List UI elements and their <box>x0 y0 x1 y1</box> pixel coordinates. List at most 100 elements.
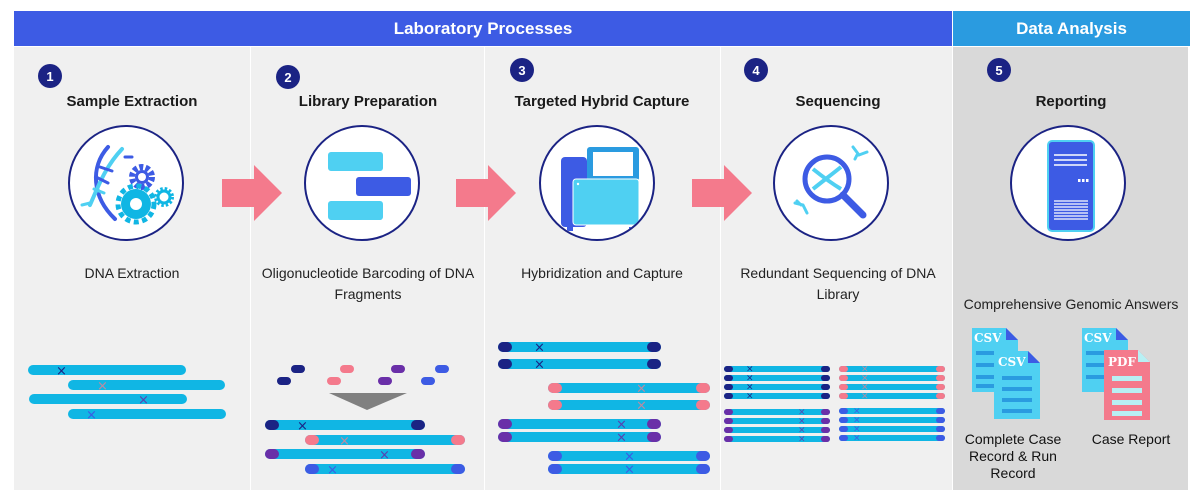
barcoded-strand: × <box>305 434 465 449</box>
mutation-mark: × <box>636 399 647 414</box>
dna-strand <box>28 365 186 375</box>
mutation-mark: × <box>798 426 806 436</box>
barcoded-strand: × <box>548 463 710 478</box>
barcoded-strand: × <box>724 392 830 402</box>
barcoded-strand: × <box>839 365 945 375</box>
barcoded-strand: × <box>498 431 661 446</box>
divider <box>250 47 251 490</box>
barcode-adapter <box>327 377 341 385</box>
mutation-mark: × <box>853 416 861 426</box>
barcoded-strand: × <box>839 434 945 444</box>
csv-pdf-file-stack-icon: CSV PDF <box>1082 328 1150 420</box>
step-description: Redundant Sequencing of DNA Library <box>740 265 936 302</box>
flow-arrow-icon <box>692 165 752 221</box>
file-type-label: CSV <box>974 331 1002 345</box>
barcoded-strand: × <box>265 448 425 463</box>
divider <box>720 47 721 490</box>
server-icon <box>1010 125 1126 241</box>
barcode-adapter <box>391 365 405 373</box>
mutation-mark: × <box>798 417 806 427</box>
barcoded-strand: × <box>839 392 945 402</box>
step-description: Comprehensive Genomic Answers <box>963 296 1179 312</box>
sequenced-reads-illustration: ×××××××××××××××× <box>724 365 945 445</box>
dna-gears-icon <box>68 125 184 241</box>
output-label: Case Report <box>1091 431 1171 447</box>
svg-text:×: × <box>297 419 308 434</box>
mutation-mark: × <box>861 374 869 384</box>
mutation-mark: × <box>534 358 545 373</box>
barcoded-strand: × <box>548 399 710 414</box>
dna-fragments-illustration: × × × × <box>28 364 226 423</box>
mutation-mark: × <box>798 435 806 445</box>
mutation-mark: × <box>616 418 627 433</box>
barcoded-strand: × <box>724 383 830 393</box>
step-title: Sample Extraction <box>66 93 198 110</box>
mutation-mark: × <box>746 392 754 402</box>
barcoded-strand: × <box>498 358 661 373</box>
barcoded-strand: × <box>839 374 945 384</box>
file-type-label: CSV <box>998 355 1026 369</box>
laboratory-processes-header: Laboratory Processes <box>14 11 952 46</box>
svg-text:×: × <box>327 463 338 478</box>
data-analysis-label: Data Analysis <box>1016 18 1127 38</box>
step-number-badge: 3 <box>510 58 534 82</box>
svg-text:×: × <box>339 434 350 449</box>
mutation-mark: × <box>624 450 635 465</box>
mutation-mark: × <box>853 425 861 435</box>
mutation-mark: × <box>86 408 97 423</box>
mutation-mark: × <box>616 431 627 446</box>
dna-strand <box>68 380 225 390</box>
barcoded-strand: × <box>839 407 945 417</box>
mutation-mark: × <box>534 341 545 356</box>
file-type-label: CSV <box>1084 331 1112 345</box>
barcoded-strand: × <box>548 382 710 397</box>
step-number-badge: 1 <box>38 64 62 88</box>
mutation-mark: × <box>97 379 108 394</box>
barcoded-strand: × <box>498 341 661 356</box>
divider <box>484 47 485 490</box>
barcoded-strand: × <box>265 419 425 434</box>
mutation-mark: × <box>853 434 861 444</box>
laboratory-processes-label: Laboratory Processes <box>393 18 573 38</box>
step-number-badge: 5 <box>987 58 1011 82</box>
merge-arrow-icon <box>329 393 407 410</box>
csv-file-stack-icon: CSV CSV <box>972 328 1040 419</box>
mutation-mark: × <box>861 392 869 402</box>
step-title: Targeted Hybrid Capture <box>514 93 690 110</box>
step-description: Oligonucleotide Barcoding of DNA Fragmen… <box>261 265 475 302</box>
dna-strand <box>68 409 226 419</box>
flow-arrow-icon <box>222 165 282 221</box>
mutation-mark: × <box>746 365 754 375</box>
barcoded-strand: × <box>724 435 830 445</box>
mutation-mark: × <box>746 383 754 393</box>
step-title: Reporting <box>1035 93 1107 110</box>
mutation-mark: × <box>56 364 67 379</box>
output-label: Complete Case Record & Run Record <box>964 431 1062 481</box>
mutation-mark: × <box>861 365 869 375</box>
flow-arrow-icon <box>456 165 516 221</box>
barcoded-strand: × <box>839 416 945 426</box>
step-number-badge: 2 <box>276 65 300 89</box>
step-description: Hybridization and Capture <box>521 265 683 281</box>
barcoded-strand: × <box>724 426 830 436</box>
mutation-mark: × <box>746 374 754 384</box>
barcode-adapter <box>378 377 392 385</box>
barcoded-fragments-illustration: × × × × <box>265 365 465 478</box>
mutation-mark: × <box>798 408 806 418</box>
hybridized-fragments-illustration: ×××××××× <box>498 341 710 478</box>
dna-magnifier-icon <box>773 125 889 241</box>
barcoded-strand: × <box>839 383 945 393</box>
mutation-mark: × <box>138 393 149 408</box>
step-title: Library Preparation <box>298 93 438 110</box>
svg-text:×: × <box>379 448 390 463</box>
mutation-mark: × <box>853 407 861 417</box>
mutation-mark: × <box>624 463 635 478</box>
barcoded-strand: × <box>305 463 465 478</box>
barcode-adapter <box>277 377 291 385</box>
barcode-adapter <box>421 377 435 385</box>
step-title: Sequencing <box>795 93 881 110</box>
file-type-label: PDF <box>1108 355 1136 369</box>
barcoded-strand: × <box>724 408 830 418</box>
barcode-adapter <box>435 365 449 373</box>
barcode-adapter <box>340 365 354 373</box>
